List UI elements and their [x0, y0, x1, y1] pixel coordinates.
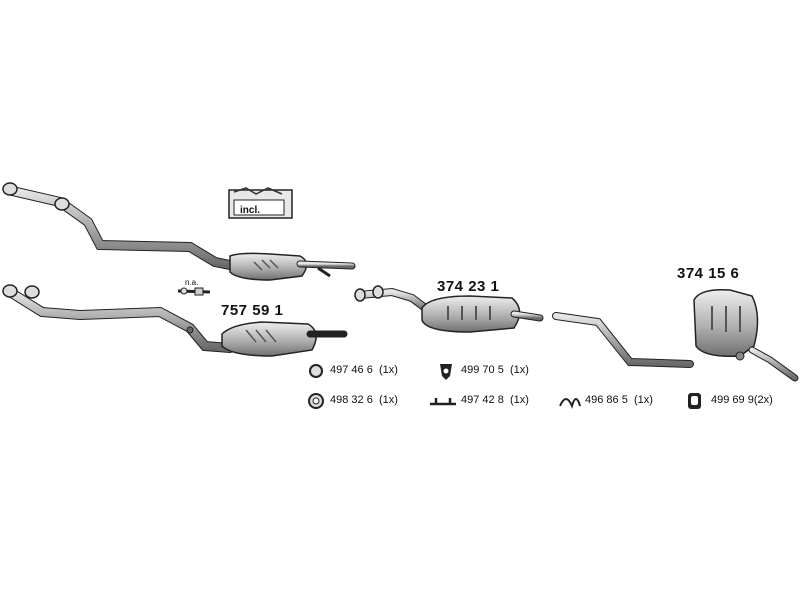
lower-catalytic-converter	[221, 321, 348, 357]
hardware-item: 499 69 9(2x)	[711, 394, 773, 406]
rubber-mount-icon	[688, 393, 701, 409]
part-qty: (1x)	[633, 394, 653, 406]
rubber-hanger-icon	[440, 364, 452, 380]
lower-front-pipe	[2, 284, 235, 353]
hardware-item: 496 86 5 (1x)	[585, 394, 653, 406]
hardware-item: 497 42 8 (1x)	[461, 394, 529, 406]
hardware-item: 499 70 5 (1x)	[461, 364, 529, 376]
part-code: 497 46 6	[330, 364, 373, 376]
seal-ring-icon	[308, 393, 324, 409]
included-parts-box	[228, 187, 293, 219]
bolt-icon	[430, 398, 456, 406]
middle-muffler	[354, 285, 544, 333]
flange-icon	[54, 197, 70, 211]
part-code: 499 69 9	[711, 394, 754, 406]
hardware-item: 497 46 6 (1x)	[330, 364, 398, 376]
part-qty: (2x)	[753, 394, 773, 406]
lower-cat-part-number: 757 59 1	[221, 302, 284, 319]
part-qty: (1x)	[509, 394, 529, 406]
part-qty: (1x)	[509, 364, 529, 376]
part-qty: (1x)	[378, 394, 398, 406]
flange-icon	[354, 288, 366, 302]
hardware-item: 498 32 6 (1x)	[330, 394, 398, 406]
part-code: 496 86 5	[585, 394, 628, 406]
rear-muffler-part-number: 374 15 6	[677, 265, 740, 282]
middle-muffler-part-number: 374 23 1	[437, 278, 500, 295]
rear-pipe-and-muffler	[552, 288, 799, 382]
clamp-icon	[559, 398, 581, 409]
flange-icon	[2, 182, 18, 196]
part-code: 497 42 8	[461, 394, 504, 406]
flange-icon	[2, 284, 18, 298]
lambda-sensor-icon	[177, 287, 211, 296]
ring-icon	[309, 364, 323, 378]
part-code: 498 32 6	[330, 394, 373, 406]
part-code: 499 70 5	[461, 364, 504, 376]
incl-label: incl.	[240, 205, 261, 216]
upper-front-pipe	[2, 182, 240, 271]
na-label: n.a.	[185, 278, 199, 287]
part-qty: (1x)	[378, 364, 398, 376]
flange-icon	[24, 285, 40, 299]
flange-icon	[372, 285, 384, 299]
upper-catalytic-converter	[229, 252, 356, 281]
